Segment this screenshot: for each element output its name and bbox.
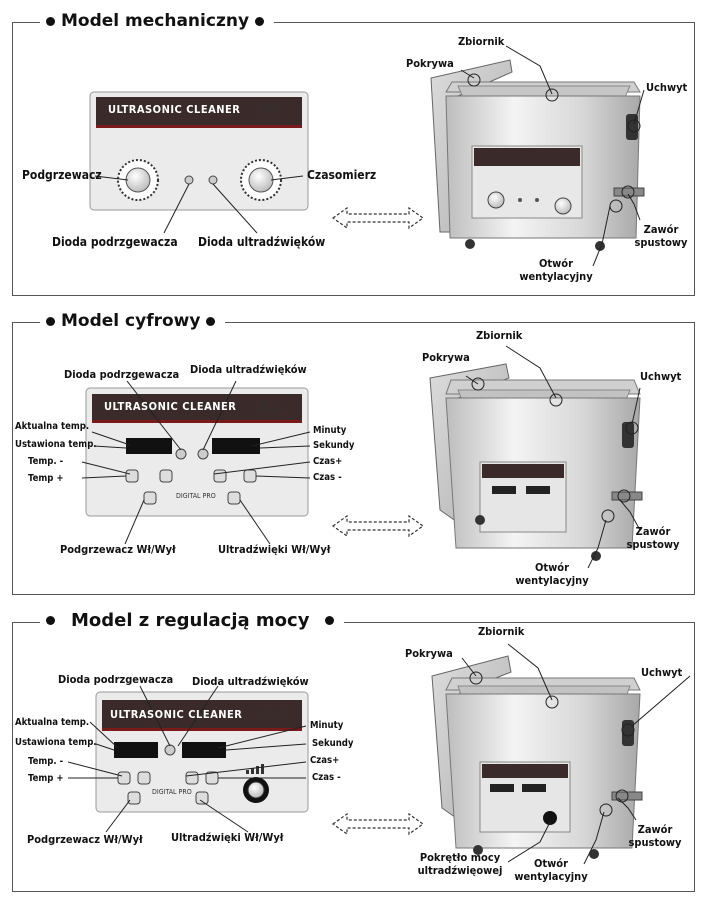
section-power (12, 622, 695, 892)
panel-brand-mechanical: ULTRASONIC CLEANER (108, 103, 241, 116)
label-temp-minus: Temp. - (28, 756, 64, 767)
title-dot-left (46, 16, 55, 26)
label-heater-onoff: Podgrzewacz Wł/Wył (60, 543, 176, 556)
label-lid: Pokrywa (422, 351, 470, 364)
panel-footer-digital: DIGITAL PRO (176, 492, 216, 500)
label-lid: Pokrywa (406, 57, 454, 70)
power-control-panel (95, 691, 309, 813)
label-tank: Zbiornik (458, 35, 505, 48)
label-ultrasonic-led: Dioda ultradźwięków (198, 235, 326, 249)
power-knob-line1: Pokrętło mocy (419, 851, 501, 864)
vent-line1: Otwór (539, 257, 573, 270)
drain-line2: spustowy (628, 835, 682, 849)
double-arrow-icon (332, 813, 424, 835)
label-heater-led: Dioda podrzgewacza (64, 368, 180, 381)
power-knob-line2: ultradźwięowej (417, 863, 503, 877)
label-vent: Otwór wentylacyjny (516, 257, 596, 283)
section-title-text: Model mechaniczny (61, 11, 250, 31)
label-handle: Uchwyt (641, 666, 683, 679)
title-dot-right (206, 316, 216, 326)
vent-line2: wentylacyjny (514, 869, 588, 883)
power-callout-circles (469, 671, 635, 817)
drain-line1: Zawór (637, 823, 673, 836)
label-seconds: Sekundy (312, 738, 354, 749)
label-minutes: Minuty (310, 720, 344, 731)
power-cleaner-photo (431, 655, 643, 859)
title-dot-right (255, 16, 265, 26)
label-tank: Zbiornik (476, 329, 523, 342)
section-digital (12, 322, 695, 595)
label-handle: Uchwyt (646, 81, 688, 94)
mechanical-control-panel (89, 91, 309, 211)
label-tank: Zbiornik (478, 625, 525, 638)
label-current-temp: Aktualna temp. (15, 421, 90, 432)
digital-cleaner-photo (429, 363, 643, 561)
double-arrow-icon (332, 515, 424, 537)
vent-line2: wentylacyjny (519, 269, 593, 283)
mechanical-cleaner-photo (430, 59, 645, 251)
section-title-mechanical: Model mechaniczny (40, 9, 275, 33)
label-set-temp: Ustawiona temp. (15, 439, 97, 450)
section-mechanical (12, 22, 695, 296)
panel-brand-digital: ULTRASONIC CLEANER (104, 400, 237, 413)
label-heater: Podgrzewacz (22, 168, 102, 182)
label-handle: Uchwyt (640, 370, 682, 383)
title-dot-right (325, 615, 335, 625)
section-title-text: Model z regulacją mocy (71, 609, 310, 631)
panel-footer-power: DIGITAL PRO (152, 788, 192, 796)
label-current-temp: Aktualna temp. (15, 717, 90, 728)
drain-line2: spustowy (634, 235, 688, 249)
section-title-digital: Model cyfrowy (40, 309, 226, 333)
panel-brand-power: ULTRASONIC CLEANER (110, 708, 243, 721)
label-temp-minus: Temp. - (28, 456, 64, 467)
label-power-knob: Pokrętło mocy ultradźwięowej (412, 851, 508, 877)
drain-line2: spustowy (626, 537, 680, 551)
label-time-minus: Czas - (313, 472, 342, 483)
label-time-plus: Czas+ (313, 456, 343, 467)
label-heater-led: Dioda podrzgewacza (58, 673, 174, 686)
label-time-minus: Czas - (312, 772, 341, 783)
label-drain-valve: Zawór spustowy (618, 525, 688, 551)
vent-line1: Otwór (535, 561, 569, 574)
drain-line1: Zawór (643, 223, 679, 236)
label-minutes: Minuty (313, 425, 347, 436)
title-dot-left (46, 615, 55, 625)
digital-leader-lines (81, 345, 641, 569)
vent-line2: wentylacyjny (515, 573, 589, 587)
label-temp-plus: Temp + (28, 473, 64, 484)
vent-line1: Otwór (534, 857, 568, 870)
label-seconds: Sekundy (313, 440, 355, 451)
label-lid: Pokrywa (405, 647, 453, 660)
mechanical-callout-circles (467, 73, 641, 213)
double-arrow-icon (332, 207, 424, 229)
label-ultrasonic-led: Dioda ultradźwięków (192, 675, 309, 688)
label-ultrasonic-led: Dioda ultradźwięków (190, 363, 307, 376)
power-leader-lines (67, 643, 691, 865)
label-drain-valve: Zawór spustowy (620, 823, 690, 849)
label-drain-valve: Zawór spustowy (628, 223, 694, 249)
digital-control-panel (85, 387, 309, 517)
label-ultrasonic-onoff: Ultradźwięki Wł/Wył (171, 831, 284, 844)
section-title-power: Model z regulacją mocy (40, 607, 345, 633)
section-title-text: Model cyfrowy (61, 311, 201, 331)
title-dot-left (46, 316, 55, 326)
digital-callout-circles (471, 377, 639, 523)
label-set-temp: Ustawiona temp. (15, 737, 97, 748)
label-ultrasonic-onoff: Ultradźwięki Wł/Wył (218, 543, 331, 556)
label-heater-onoff: Podgrzewacz Wł/Wył (27, 833, 143, 846)
label-time-plus: Czas+ (310, 755, 340, 766)
label-temp-plus: Temp + (28, 773, 64, 784)
label-timer: Czasomierz (307, 168, 377, 182)
label-vent: Otwór wentylacyjny (512, 561, 592, 587)
drain-line1: Zawór (635, 525, 671, 538)
label-heater-led: Dioda podrzgewacza (52, 235, 178, 249)
label-vent: Otwór wentylacyjny (512, 857, 590, 883)
